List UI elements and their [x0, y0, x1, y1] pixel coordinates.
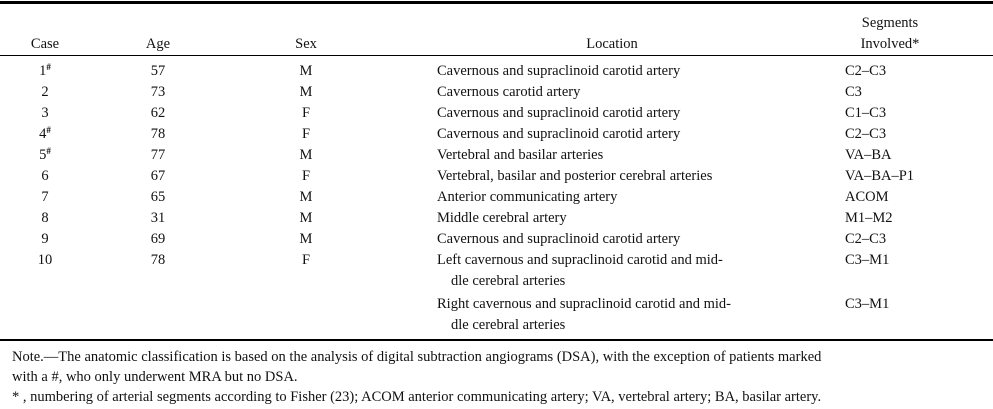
cell-sex: F	[301, 252, 311, 268]
cell-case: 4#	[20, 125, 70, 143]
cell-case: 10	[20, 252, 70, 268]
cell-location: Cavernous and supraclinoid carotid arter…	[437, 103, 680, 124]
cell-segments: VA–BA–P1	[845, 168, 915, 184]
location-line: Anterior communicating artery	[437, 189, 618, 205]
cell-sex: M	[299, 147, 313, 163]
cell-case: 3	[20, 105, 70, 121]
location-line: Vertebral, basilar and posterior cerebra…	[437, 168, 713, 184]
note-line-2: with a #, who only underwent MRA but no …	[12, 369, 298, 385]
cell-location: Right cavernous and supraclinoid carotid…	[437, 294, 731, 336]
note-line-1: Note.—The anatomic classification is bas…	[12, 349, 822, 365]
cell-sex: M	[299, 210, 313, 226]
location-line: Left cavernous and supraclinoid carotid …	[437, 252, 723, 268]
case-number: 9	[41, 231, 49, 247]
location-line: Cavernous and supraclinoid carotid arter…	[437, 105, 681, 121]
header-rule	[0, 55, 993, 56]
header-case: Case	[30, 36, 60, 52]
table-top-rule	[0, 1, 993, 4]
case-number: 8	[41, 210, 49, 226]
cell-segments: C1–C3	[845, 105, 887, 121]
cell-age: 69	[150, 231, 166, 247]
cell-sex: M	[299, 84, 313, 100]
header-segments: Segments Involved*	[830, 13, 950, 55]
cell-location: Middle cerebral artery	[437, 208, 567, 229]
case-number: 7	[41, 189, 49, 205]
cell-case: 8	[20, 210, 70, 226]
header-segments-line2: Involved*	[860, 36, 920, 52]
cell-segments: VA–BA	[845, 147, 892, 163]
cell-sex: F	[301, 126, 311, 142]
header-sex: Sex	[295, 36, 317, 52]
location-line: dle cerebral arteries	[451, 317, 566, 333]
cell-segments: C2–C3	[845, 126, 887, 142]
cell-sex: F	[301, 105, 311, 121]
location-line: dle cerebral arteries	[451, 273, 566, 289]
cell-age: 57	[150, 63, 166, 79]
cell-location: Anterior communicating artery	[437, 187, 617, 208]
cell-case: 5#	[20, 146, 70, 164]
location-line: Cavernous and supraclinoid carotid arter…	[437, 126, 681, 142]
case-number: 1	[39, 63, 47, 79]
cell-segments: C3–M1	[845, 252, 890, 268]
cell-segments: ACOM	[845, 189, 889, 205]
cell-case: 6	[20, 168, 70, 184]
case-number: 10	[37, 252, 53, 268]
cell-age: 73	[150, 84, 166, 100]
cell-age: 78	[150, 126, 166, 142]
cell-segments: C2–C3	[845, 231, 887, 247]
cell-location: Cavernous and supraclinoid carotid arter…	[437, 124, 680, 145]
cell-case: 1#	[20, 62, 70, 80]
cell-case: 9	[20, 231, 70, 247]
location-line: Cavernous and supraclinoid carotid arter…	[437, 63, 681, 79]
cell-location: Vertebral, basilar and posterior cerebra…	[437, 166, 712, 187]
case-number: 2	[41, 84, 49, 100]
location-line: Right cavernous and supraclinoid carotid…	[437, 296, 731, 312]
case-mark: #	[46, 62, 51, 72]
location-line: Cavernous and supraclinoid carotid arter…	[437, 231, 681, 247]
location-line: Middle cerebral artery	[437, 210, 567, 226]
cell-age: 31	[150, 210, 166, 226]
cell-age: 65	[150, 189, 166, 205]
case-mark: #	[46, 146, 51, 156]
cell-age: 67	[150, 168, 166, 184]
case-mark: #	[46, 125, 51, 135]
cell-segments: C3–M1	[845, 296, 890, 312]
cell-age: 78	[150, 252, 166, 268]
case-number: 4	[39, 126, 47, 142]
cell-sex: M	[299, 63, 313, 79]
cell-age: 62	[150, 105, 166, 121]
header-location: Location	[586, 36, 638, 52]
cell-location: Cavernous carotid artery	[437, 82, 580, 103]
cell-location: Cavernous and supraclinoid carotid arter…	[437, 229, 680, 250]
cell-location: Left cavernous and supraclinoid carotid …	[437, 250, 723, 292]
cell-segments: C3	[845, 84, 862, 100]
cell-case: 2	[20, 84, 70, 100]
location-line: Vertebral and basilar arteries	[437, 147, 604, 163]
cell-sex: M	[299, 189, 313, 205]
cell-age: 77	[150, 147, 166, 163]
cell-sex: F	[301, 168, 311, 184]
cell-sex: M	[299, 231, 313, 247]
case-number: 5	[39, 147, 47, 163]
cell-segments: C2–C3	[845, 63, 887, 79]
table-note: Note.—The anatomic classification is bas…	[12, 347, 987, 407]
cell-location: Vertebral and basilar arteries	[437, 145, 603, 166]
location-line: Cavernous carotid artery	[437, 84, 581, 100]
header-segments-line1: Segments	[861, 15, 919, 31]
cell-segments: M1–M2	[845, 210, 893, 226]
cell-case: 7	[20, 189, 70, 205]
footnote-segments: * , numbering of arterial segments accor…	[12, 389, 822, 405]
table-bottom-rule	[0, 339, 993, 341]
case-number: 3	[41, 105, 49, 121]
cell-location: Cavernous and supraclinoid carotid arter…	[437, 61, 680, 82]
case-number: 6	[41, 168, 49, 184]
header-age: Age	[145, 36, 171, 52]
